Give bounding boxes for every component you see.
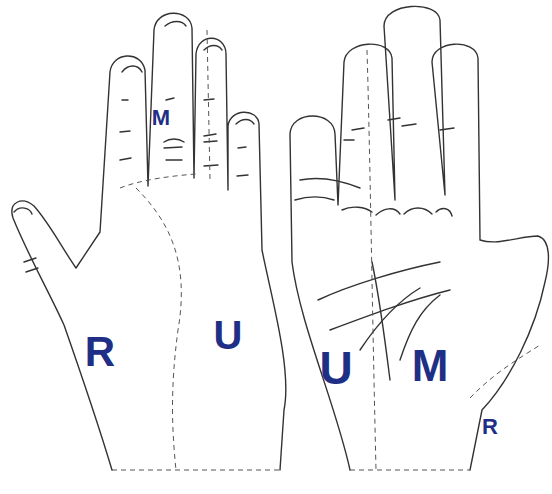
nerve-label: R [482,416,498,438]
nerve-label: M [412,344,449,388]
nerve-label: U [319,345,352,391]
nerve-label: R [85,331,115,373]
nerve-label: M [152,107,170,129]
nerve-label: U [214,315,243,355]
